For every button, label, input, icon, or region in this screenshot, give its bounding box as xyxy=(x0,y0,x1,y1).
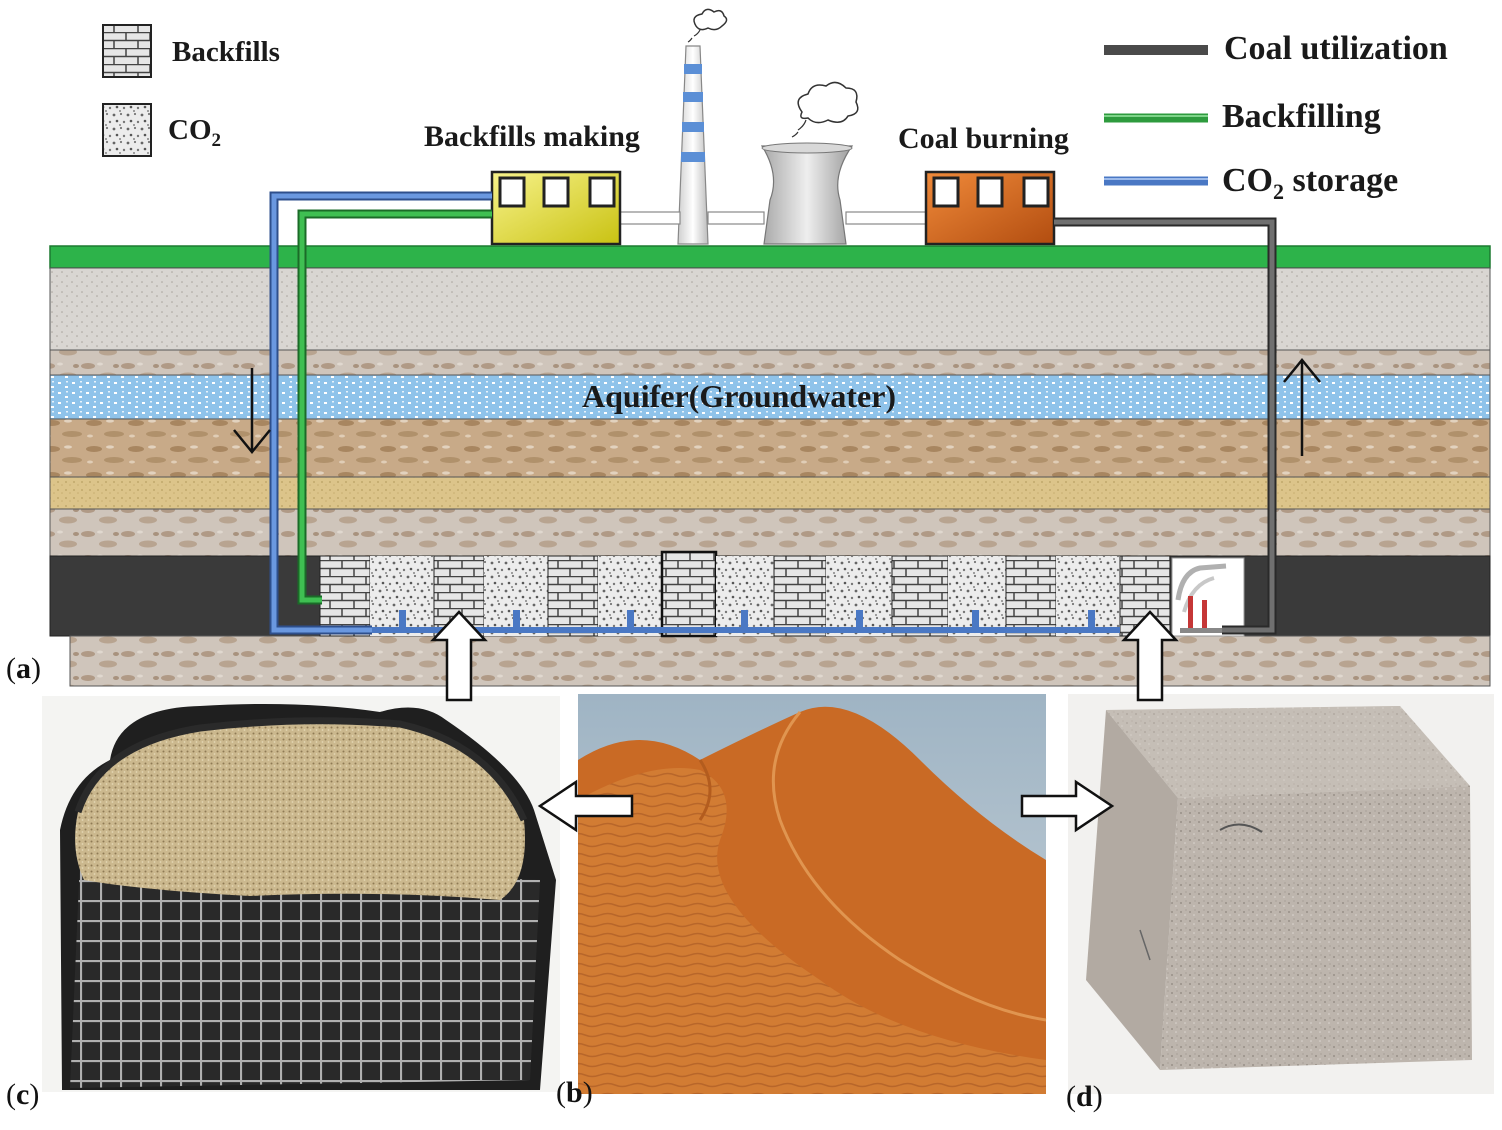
steam-puff-small xyxy=(693,8,728,31)
panel-label-a: (a) xyxy=(0,652,45,686)
arrow-left xyxy=(537,779,634,833)
coal-plant-window-3 xyxy=(1022,176,1050,208)
legend-co2-swatch xyxy=(102,103,152,157)
coal-plant-window-2 xyxy=(976,176,1004,208)
legend-co2-storage-subscript: 2 xyxy=(1273,178,1284,204)
legend-coal-utilization-label: Coal utilization xyxy=(1224,30,1448,67)
down-arrow xyxy=(233,368,271,454)
steam-puff-large xyxy=(797,81,859,124)
legend-co2-subscript: 2 xyxy=(211,129,222,151)
steam-puff-tail xyxy=(687,29,701,43)
chimney-band-2 xyxy=(683,92,703,102)
mottled-layer-1 xyxy=(49,349,1491,376)
chimney-band-3 xyxy=(682,122,704,132)
steam-puff-large-tail xyxy=(791,119,807,138)
aquifer-layer xyxy=(49,374,1491,420)
photo-c-sand-in-mesh xyxy=(42,696,560,1092)
legend-backfills-swatch xyxy=(102,24,152,78)
panel-label-d: (d) xyxy=(1066,1080,1103,1113)
goaf-zone xyxy=(319,550,1171,638)
legend-backfilling-label: Backfilling xyxy=(1222,98,1381,135)
mottled-layer-2 xyxy=(49,508,1491,557)
surface-connector-mid xyxy=(707,211,765,225)
coal-burning-label: Coal burning xyxy=(898,122,1069,155)
coal-utilization-pipe-inner xyxy=(1054,219,1275,633)
co2-storage-pipe-inner xyxy=(271,193,492,633)
photo-b-desert-dune xyxy=(578,694,1047,1094)
cooling-tower xyxy=(760,145,854,245)
surface-connector-left xyxy=(619,211,681,225)
arrow-right xyxy=(1020,779,1115,833)
backfills-making-label: Backfills making xyxy=(424,120,640,153)
arrow-up-right xyxy=(1121,610,1179,702)
floor-layer xyxy=(69,635,1491,687)
coal-plant-window-1 xyxy=(932,176,960,208)
backfills-plant-window-2 xyxy=(542,176,570,208)
legend-co2-text: CO xyxy=(168,114,212,146)
backfills-plant-window-3 xyxy=(588,176,616,208)
yellow-sand-layer xyxy=(49,476,1491,510)
arrow-up-left xyxy=(430,610,488,702)
photo-d-backfill-cube xyxy=(1068,694,1494,1094)
legend-co2-label: CO2 xyxy=(168,114,221,152)
chimney xyxy=(677,45,709,245)
panel-label-b: (b) xyxy=(556,1076,593,1109)
chimney-band-4 xyxy=(681,152,705,162)
legend-co2-storage-text: CO xyxy=(1222,162,1273,199)
legend-co2-storage-label: CO2 storage xyxy=(1222,162,1398,205)
legend-co2-storage-suffix: storage xyxy=(1284,162,1399,199)
brown-mottled-layer xyxy=(49,418,1491,478)
chimney-band-1 xyxy=(684,64,702,74)
topsoil-layer xyxy=(49,267,1491,351)
surface-connector-right xyxy=(845,211,927,225)
backfills-plant-window-1 xyxy=(498,176,526,208)
up-arrow xyxy=(1283,358,1321,456)
mining-shearer xyxy=(1171,557,1245,637)
backfilling-pipe-inner xyxy=(299,211,492,603)
aquifer-label: Aquifer(Groundwater) xyxy=(582,378,897,414)
legend-backfills-label: Backfills xyxy=(172,36,280,68)
cooling-tower-rim xyxy=(761,142,853,154)
panel-label-c: (c) xyxy=(6,1078,40,1111)
